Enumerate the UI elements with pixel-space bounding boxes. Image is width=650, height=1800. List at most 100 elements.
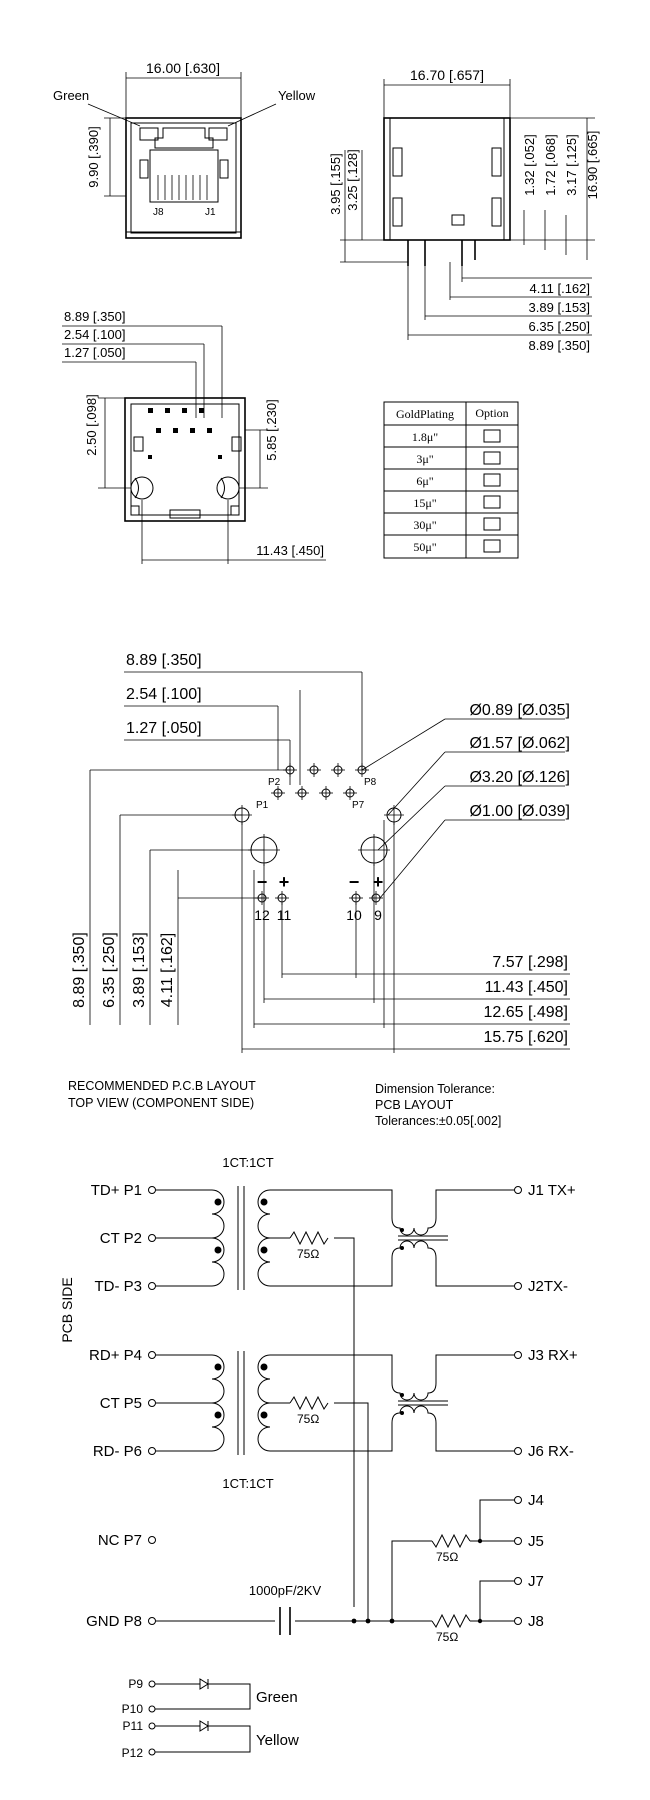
pcb-pin-label-p2: P2 <box>268 777 281 788</box>
plating-checkbox-3[interactable] <box>483 473 501 487</box>
side-right-dim-2: 1.72 [.068] <box>543 134 558 195</box>
pcb-bottom-dim-3: 12.65 [.498] <box>483 1004 568 1021</box>
pcb-led-plus-left: + <box>279 872 290 892</box>
plating-header-option: Option <box>475 406 508 420</box>
bottom-right-dim: 5.85 [.230] <box>264 399 279 460</box>
front-height-dim: 9.90 [.390] <box>86 126 101 187</box>
schematic-pin-p3: TD- P3 <box>94 1278 142 1295</box>
side-left-dim-2: 3.25 [.128] <box>345 149 360 210</box>
pcb-layout: 8.89 [.350] 2.54 [.100] 1.27 [.050] Ø0.8… <box>68 652 570 1128</box>
schematic: 1CT:1CT 1CT:1CT PCB SIDE TD+ P1 CT P2 TD… <box>59 1155 578 1760</box>
pcb-bottom-dim-1: 7.57 [.298] <box>492 954 568 971</box>
plating-value-1: 1.8μ" <box>412 430 438 444</box>
pcb-top-dim-1: 8.89 [.350] <box>126 652 202 669</box>
front-view: 16.00 [.630] Green Yellow 9.90 [.390] <box>53 60 316 239</box>
pcb-left-dim-4: 4.11 [.162] <box>159 933 176 1007</box>
pcb-pin-label-p7: P7 <box>352 800 365 811</box>
plating-checkbox-5[interactable] <box>483 517 501 531</box>
bottom-view: 8.89 [.350] 2.54 [.100] 1.27 [.050] <box>62 309 326 564</box>
pcb-tolerance-line-3: Tolerances:±0.05[.002] <box>375 1114 501 1128</box>
plating-value-2: 3μ" <box>416 452 433 466</box>
front-yellow-label: Yellow <box>278 88 316 103</box>
schematic-ratio-bottom: 1CT:1CT <box>222 1476 273 1491</box>
schematic-led-pin-p11: P11 <box>123 1719 144 1733</box>
plating-checkbox-2[interactable] <box>483 451 501 465</box>
pcb-tolerance-line-1: Dimension Tolerance: <box>375 1082 495 1096</box>
schematic-resistor-3: 75Ω <box>436 1550 458 1564</box>
schematic-led-green: Green <box>256 1689 298 1706</box>
side-right-dim-4: 16.90 [.665] <box>585 131 600 200</box>
led-green-icon <box>199 1678 209 1690</box>
schematic-pin-j4: J4 <box>528 1492 544 1509</box>
schematic-led-pin-p12: P12 <box>122 1746 144 1760</box>
schematic-led-pin-p10: P10 <box>122 1702 144 1716</box>
front-j8-label: J8 <box>153 207 164 218</box>
schematic-pin-j8: J8 <box>528 1613 544 1630</box>
pcb-pin-label-11: 11 <box>277 907 292 923</box>
front-j1-label: J1 <box>205 207 216 218</box>
plating-checkbox-6[interactable] <box>483 539 501 553</box>
schematic-pcb-side: PCB SIDE <box>59 1277 75 1342</box>
front-width-dim: 16.00 [.630] <box>146 60 220 76</box>
schematic-led-pin-p9: P9 <box>128 1677 143 1691</box>
plating-value-5: 30μ" <box>413 518 436 532</box>
pcb-pin-label-p1: P1 <box>256 800 269 811</box>
bottom-top-dim-1: 8.89 [.350] <box>64 309 125 324</box>
plating-value-4: 15μ" <box>413 496 436 510</box>
pcb-pin-label-9: 9 <box>374 907 382 923</box>
bottom-top-dim-2: 2.54 [.100] <box>64 327 125 342</box>
pcb-tolerance-line-2: PCB LAYOUT <box>375 1098 454 1112</box>
pcb-hole-dim-3: Ø3.20 [Ø.126] <box>469 769 570 786</box>
bottom-top-dim-3: 1.27 [.050] <box>64 345 125 360</box>
side-bottom-dim-3: 6.35 [.250] <box>529 319 590 334</box>
bottom-left-dim: 2.50 [.098] <box>84 394 99 455</box>
schematic-resistor-4: 75Ω <box>436 1630 458 1644</box>
side-left-dim-1: 3.95 [.155] <box>328 153 343 214</box>
pcb-left-dim-2: 6.35 [.250] <box>101 932 118 1008</box>
schematic-pin-j2: J2TX- <box>528 1278 568 1295</box>
schematic-pin-p1: TD+ P1 <box>91 1182 142 1199</box>
pcb-hole-dim-1: Ø0.89 [Ø.035] <box>469 702 570 719</box>
schematic-resistor-2: 75Ω <box>297 1412 319 1426</box>
schematic-pin-j1: J1 TX+ <box>528 1182 576 1199</box>
schematic-pin-p8: GND P8 <box>86 1613 142 1630</box>
front-contacts <box>157 175 208 200</box>
pcb-caption-line-2: TOP VIEW (COMPONENT SIDE) <box>68 1096 254 1110</box>
pcb-led-minus-left: − <box>257 872 268 892</box>
pcb-led-minus-right: − <box>349 872 360 892</box>
side-view: 16.70 [.657] 3.95 [.155] 3.25 [.128] 1.3… <box>328 67 600 353</box>
schematic-resistor-1: 75Ω <box>297 1247 319 1261</box>
pcb-bottom-dim-2: 11.43 [.450] <box>485 979 568 996</box>
schematic-pin-p7: NC P7 <box>98 1532 142 1549</box>
schematic-ratio-top: 1CT:1CT <box>222 1155 273 1170</box>
plating-checkbox-1[interactable] <box>483 429 501 443</box>
pcb-pin-label-p8: P8 <box>364 777 377 788</box>
side-width-dim: 16.70 [.657] <box>410 67 484 83</box>
pcb-led-plus-right: + <box>373 872 384 892</box>
bottom-pins <box>148 408 222 459</box>
plating-table: GoldPlating Option 1.8μ" 3μ" 6μ" 15μ" 30… <box>383 401 519 559</box>
pcb-hole-dim-2: Ø1.57 [Ø.062] <box>469 735 570 752</box>
side-bottom-dim-1: 4.11 [.162] <box>530 281 590 296</box>
front-green-label: Green <box>53 88 89 103</box>
plating-header-gold: GoldPlating <box>396 407 454 421</box>
pcb-top-dim-3: 1.27 [.050] <box>126 720 202 737</box>
pcb-caption-line-1: RECOMMENDED P.C.B LAYOUT <box>68 1079 256 1093</box>
plating-value-3: 6μ" <box>416 474 433 488</box>
schematic-pin-j7: J7 <box>528 1573 544 1590</box>
pcb-hole-dim-4: Ø1.00 [Ø.039] <box>469 803 570 820</box>
pcb-bottom-dim-4: 15.75 [.620] <box>483 1029 568 1046</box>
schematic-pin-p6: RD- P6 <box>93 1443 142 1460</box>
schematic-pin-p4: RD+ P4 <box>89 1347 142 1364</box>
schematic-capacitor: 1000pF/2KV <box>249 1583 322 1598</box>
plating-checkbox-4[interactable] <box>483 495 501 509</box>
pcb-left-dim-3: 3.89 [.153] <box>131 932 148 1008</box>
pcb-top-dim-2: 2.54 [.100] <box>126 686 202 703</box>
schematic-pin-p5: CT P5 <box>100 1395 142 1412</box>
schematic-pin-p2: CT P2 <box>100 1230 142 1247</box>
pcb-pin-label-12: 12 <box>254 907 270 923</box>
schematic-led-yellow: Yellow <box>256 1732 299 1749</box>
schematic-pin-j5: J5 <box>528 1533 544 1550</box>
led-yellow-icon <box>199 1720 209 1732</box>
bottom-bottom-dim: 11.43 [.450] <box>256 543 324 558</box>
